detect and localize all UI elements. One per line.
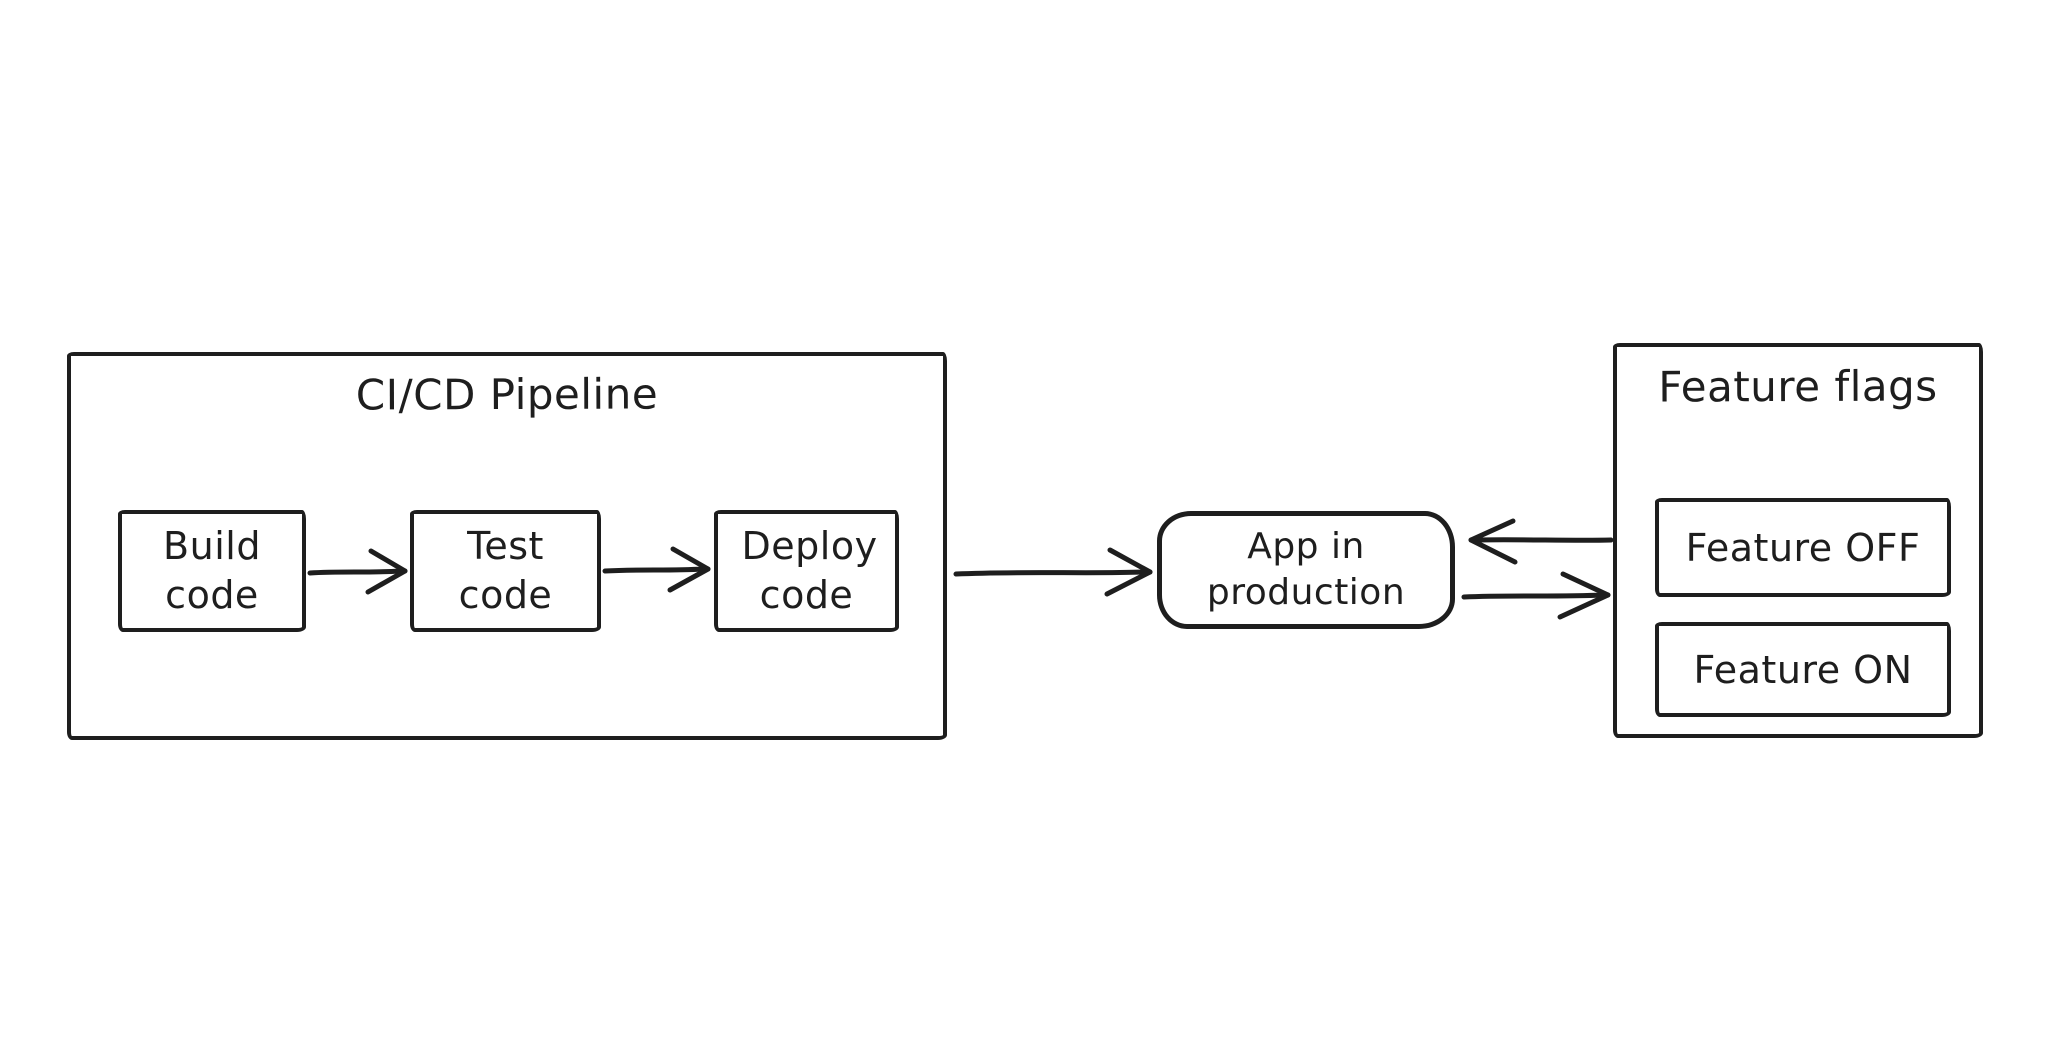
step-build-code-label: Build code	[163, 524, 261, 617]
step-build-code: Build code	[118, 510, 306, 632]
step-test-code-label: Test code	[458, 524, 553, 617]
step-deploy-code: Deploy code	[714, 510, 899, 632]
cicd-pipeline-title: CI/CD Pipeline	[355, 369, 659, 420]
arrow-feature-flags-to-app	[1468, 518, 1614, 565]
arrow-app-to-feature-flags	[1461, 571, 1611, 620]
app-in-production-label: App in production	[1206, 525, 1406, 613]
step-deploy-code-label: Deploy code	[741, 524, 878, 617]
feature-off-box: Feature OFF	[1655, 498, 1951, 597]
feature-off-label: Feature OFF	[1685, 525, 1921, 570]
feature-on-label: Feature ON	[1693, 647, 1913, 692]
arrow-pipeline-to-app	[953, 547, 1153, 597]
app-in-production-node: App in production	[1157, 511, 1455, 629]
feature-on-box: Feature ON	[1655, 622, 1951, 717]
feature-flags-title: Feature flags	[1658, 361, 1938, 412]
step-test-code: Test code	[410, 510, 601, 632]
